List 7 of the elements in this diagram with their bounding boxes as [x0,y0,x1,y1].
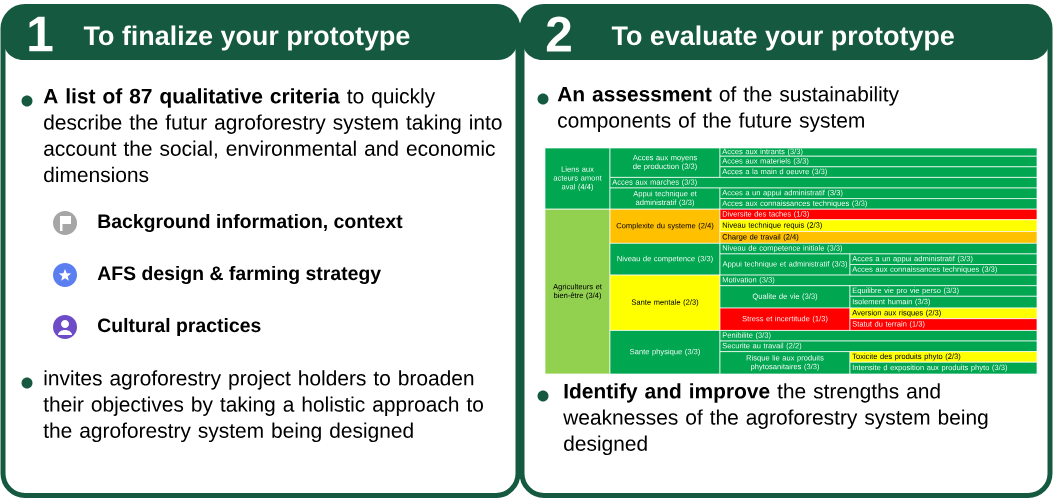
bullet-text: A list of 87 qualitative criteria to quickly describe the futur agroforestry system taking into account the social, environmental and economic dimensions [43,88,502,183]
bullet-text: Identify and improve the strengths and weaknesses of the agroforestry system being designed [563,383,988,456]
bullet-text: invites agroforestry project holders to broaden their objectives by taking a holistic approach to the agroforestry system being designed [43,370,483,443]
category-text: Background information, context [98,213,403,233]
category-text: AFS design & farming strategy [97,265,381,285]
category-text: Cultural practices [98,317,261,337]
bullet-text: An assessment of the sustainability components of the future system [557,86,899,132]
